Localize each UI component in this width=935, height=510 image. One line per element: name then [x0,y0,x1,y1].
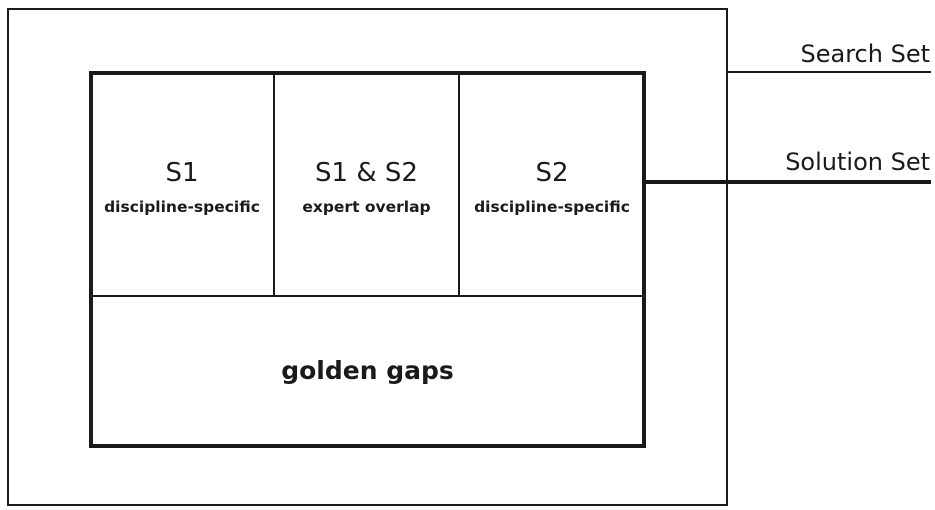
golden-gaps-label: golden gaps [281,356,454,385]
cell-overlap: S1 & S2 expert overlap [275,73,458,295]
vertical-divider-right [458,73,460,296]
cell-s2-subtitle: discipline-specific [474,198,630,216]
cell-overlap-title: S1 & S2 [315,158,418,188]
search-set-box [7,8,728,506]
cell-s2: S2 discipline-specific [460,73,644,295]
cell-s1: S1 discipline-specific [91,73,273,295]
search-set-leader-line [728,71,931,73]
cell-overlap-subtitle: expert overlap [302,198,431,216]
cell-s1-subtitle: discipline-specific [104,198,260,216]
solution-set-label: Solution Set [785,148,930,176]
search-set-label: Search Set [800,40,931,68]
solution-set-box [89,71,646,448]
golden-gaps-region: golden gaps [91,297,644,444]
horizontal-divider [91,295,644,297]
cell-s1-title: S1 [165,158,199,188]
vertical-divider-left [273,73,275,296]
solution-set-leader-line [646,180,931,184]
cell-s2-title: S2 [535,158,569,188]
